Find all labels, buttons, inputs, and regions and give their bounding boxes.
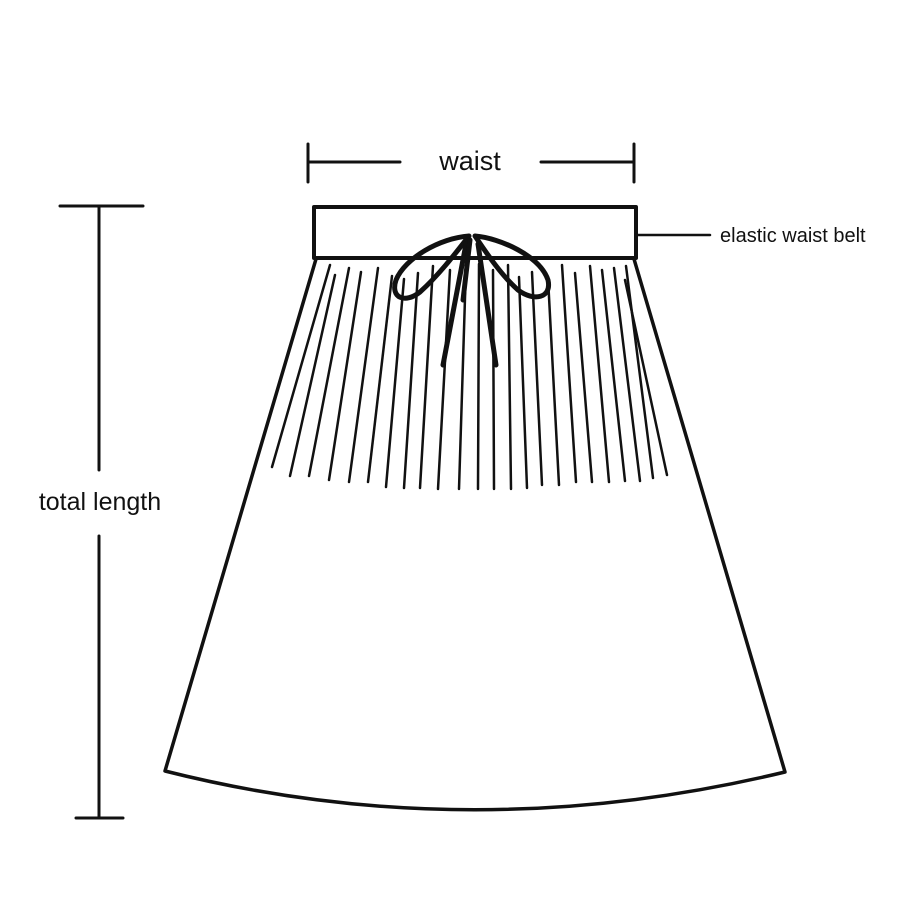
skirt-outline: [163, 257, 787, 812]
waist-label: waist: [439, 146, 501, 176]
waist-measurement-line: [306, 142, 636, 184]
pleat-lines: [270, 262, 669, 491]
elastic-waist-belt: [312, 205, 638, 260]
total-length-label: total length: [38, 488, 162, 516]
drawstring-bow: [392, 233, 552, 368]
elastic-waist-belt-label: elastic waist belt: [720, 225, 866, 247]
total-length-measurement-line: [58, 204, 145, 820]
